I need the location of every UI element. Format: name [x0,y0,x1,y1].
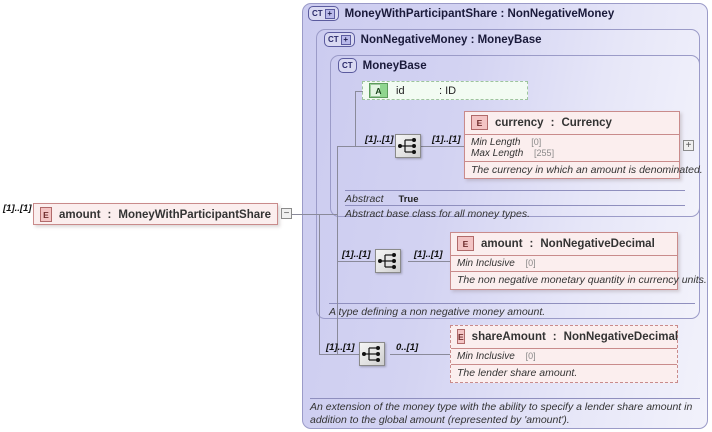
ct-icon-label: CT [312,9,323,18]
connector-line [355,91,363,92]
complextype-header-money-with-participant-share: CT + MoneyWithParticipantShare : NonNega… [308,6,614,21]
element-box-share-amount[interactable]: E shareAmount : NonNegativeDecimal Min I… [450,325,678,383]
connector-line [319,214,320,354]
complextype-title-money-with-participant-share: MoneyWithParticipantShare : NonNegativeM… [344,7,615,20]
element-separator: : [552,330,557,343]
attribute-icon-label: A [375,85,382,96]
expand-toggle-currency[interactable]: + [683,140,694,151]
connector-line [337,261,375,262]
sequence-compositor-money-base[interactable] [395,134,421,158]
abstract-property-name: Abstract [345,193,384,205]
facet-value-min-inclusive: [0] [525,258,536,268]
element-documentation-share-amount: The lender share amount. [451,364,677,382]
connector-line [428,146,464,147]
facet-row: Max Length [255] [471,148,673,159]
sequence-compositor-non-negative-money[interactable] [375,249,401,273]
sequence-compositor-money-with-participant-share[interactable] [359,342,385,366]
attribute-box-id[interactable]: A id : ID [362,81,528,100]
connector-line [337,146,395,147]
element-facets-share-amount: Min Inclusive [0] [451,348,677,364]
element-title-amount-decimal: E amount : NonNegativeDecimal [451,233,677,255]
sequence-icon [378,253,396,269]
cardinality-seq1-left: [1]..[1] [365,134,394,145]
element-separator: : [107,208,112,221]
cardinality-seq2-left: [1]..[1] [342,249,371,260]
complextype-header-non-negative-money: CT + NonNegativeMoney : MoneyBase [324,32,542,47]
complextype-title-non-negative-money: NonNegativeMoney : MoneyBase [360,33,542,46]
cardinality-seq1-right: [1]..[1] [432,134,461,145]
cardinality-seq3-left: [1]..[1] [326,342,355,353]
element-box-currency[interactable]: E currency : Currency Min Length [0] Max… [464,111,703,179]
element-icon: E [457,236,474,251]
facet-value-max-length: [255] [534,148,555,158]
complextype-header-money-base: CT MoneyBase [338,58,427,73]
element-icon: E [457,329,465,344]
ct-plus-icon[interactable]: + [324,8,335,19]
connector-line [355,91,356,146]
element-type-share-amount: NonNegativeDecimal [563,330,679,343]
connector-line [408,261,450,262]
complextype-expandable-icon[interactable]: CT + [308,6,339,21]
connector-line [337,146,338,354]
cardinality-root-amount: [1]..[1] [3,203,32,214]
element-type-amount-root: MoneyWithParticipantShare [118,208,271,221]
facet-value-min-length: [0] [531,137,542,147]
element-icon: E [40,207,52,222]
abstract-property-value: True [398,194,419,205]
facet-row: Min Inclusive [0] [457,351,671,362]
facet-name-min-inclusive: Min Inclusive [457,351,515,362]
connector-line [390,354,450,355]
element-box-amount-root[interactable]: E amount : MoneyWithParticipantShare [33,203,278,225]
element-name-amount-root: amount [59,208,101,221]
facet-row: Min Length [0] [471,137,673,148]
attribute-icon: A [369,83,388,98]
ct-icon-label: CT [342,61,353,70]
ct-plus-icon[interactable]: + [340,34,351,45]
attribute-name: id [396,84,405,97]
connector-line [292,214,337,215]
element-title-share-amount: E shareAmount : NonNegativeDecimal [451,326,679,348]
connector-line [319,354,359,355]
element-documentation-amount-decimal: The non negative monetary quantity in cu… [451,271,707,289]
facet-name-min-length: Min Length [471,137,521,148]
cardinality-seq3-right: 0..[1] [396,342,419,353]
complextype-title-money-base: MoneyBase [362,59,427,72]
money-with-participant-share-annotation: An extension of the money type with the … [310,398,700,426]
facet-value-min-inclusive: [0] [525,351,536,361]
element-type-amount-decimal: NonNegativeDecimal [540,237,655,250]
element-documentation-currency: The currency in which an amount is denom… [465,161,703,179]
abstract-property-row: Abstract True [345,190,685,205]
element-facets-currency: Min Length [0] Max Length [255] [465,134,679,161]
element-type-currency: Currency [561,116,612,129]
facet-name-max-length: Max Length [471,148,524,159]
element-title-currency: E currency : Currency [465,112,679,134]
element-icon: E [471,115,488,130]
collapse-toggle-root-amount[interactable]: − [281,208,292,219]
element-facets-amount-decimal: Min Inclusive [0] [451,255,677,271]
element-separator: : [550,116,555,129]
element-title-amount-root: E amount : MoneyWithParticipantShare [34,204,277,226]
attribute-flag-shape [370,84,380,97]
element-name-share-amount: shareAmount [471,330,546,343]
money-base-annotation: Abstract base class for all money types. [345,205,685,220]
sequence-icon [398,138,416,154]
element-box-amount-decimal[interactable]: E amount : NonNegativeDecimal Min Inclus… [450,232,707,290]
complextype-icon[interactable]: CT [338,58,357,73]
attribute-type: : ID [439,84,457,97]
sequence-icon [362,346,380,362]
facet-name-min-inclusive: Min Inclusive [457,258,515,269]
element-separator: : [529,237,534,250]
element-name-currency: currency [495,116,544,129]
element-name-amount-decimal: amount [481,237,523,250]
complextype-expandable-icon[interactable]: CT + [324,32,355,47]
facet-row: Min Inclusive [0] [457,258,671,269]
ct-icon-label: CT [328,35,339,44]
cardinality-seq2-right: [1]..[1] [414,249,443,260]
non-negative-money-annotation: A type defining a non negative money amo… [329,303,695,318]
